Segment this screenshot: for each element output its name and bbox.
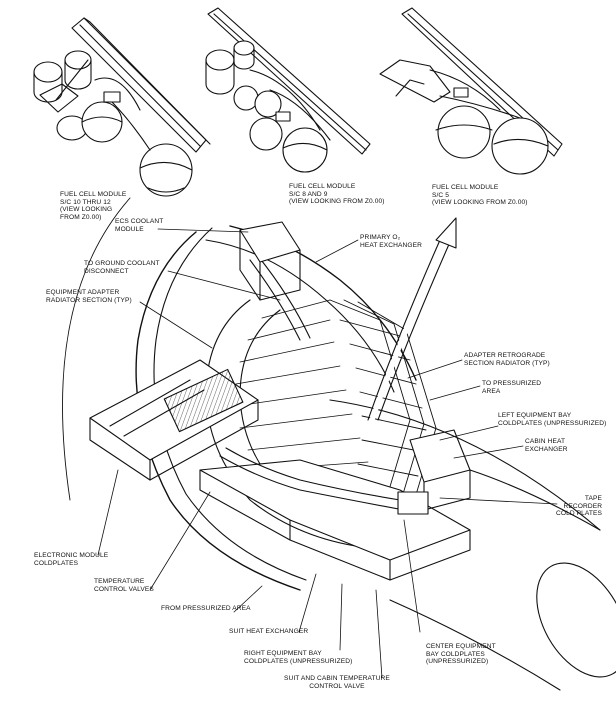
callout-line: SECTION RADIATOR (TYP) [464, 359, 550, 367]
callout-line: FROM Z0.00) [60, 213, 102, 221]
callout-right-equipment-bay-coldplates: RIGHT EQUIPMENT BAY COLDPLATES (UNPRESSU… [244, 650, 352, 665]
callout-cabin-heat-exchanger: CABIN HEAT EXCHANGER [525, 438, 568, 453]
callout-line: FUEL CELL MODULE [289, 183, 356, 190]
flow-arrow-to-fuel-cell [369, 237, 447, 423]
callout-line: MODULE [115, 225, 144, 233]
callout-center-equipment-bay-coldplates: CENTER EQUIPMENT BAY COLDPLATES (UNPRESS… [426, 643, 496, 666]
callout-line: (VIEW LOOKING FROM Z0.00) [289, 198, 385, 206]
callout-temperature-control-valves: TEMPERATURE CONTROL VALVES [94, 578, 154, 593]
callout-line: RIGHT EQUIPMENT BAY [244, 650, 322, 657]
callout-suit-cabin-temperature-valve: SUIT AND CABIN TEMPERATURE CONTROL VALVE [284, 675, 390, 690]
fuel-cell-module-sc5-illustration [379, 7, 563, 175]
callout-suit-heat-exchanger: SUIT HEAT EXCHANGER [229, 628, 308, 636]
callout-fuel-cell-sc5: FUEL CELL MODULE S/C 5 (VIEW LOOKING FRO… [432, 184, 528, 207]
callout-line: COLD PLATES [556, 510, 603, 518]
callout-adapter-retrograde-radiator: ADAPTER RETROGRADE SECTION RADIATOR (TYP… [464, 352, 550, 367]
callout-line: RADIATOR SECTION (TYP) [46, 296, 132, 304]
callout-electronic-module-coldplates: ELECTRONIC MODULE COLDPLATES [34, 552, 108, 567]
callout-ground-coolant-disconnect: TO GROUND COOLANT DISCONNECT [84, 260, 160, 275]
callout-ecs-coolant-module: ECS COOLANT MODULE [115, 218, 163, 233]
callout-line: (UNPRESSURIZED) [426, 658, 489, 666]
callout-line: LEFT EQUIPMENT BAY [498, 412, 572, 419]
callout-line: AREA [482, 387, 501, 395]
callout-line: S/C 5 [432, 191, 449, 199]
callout-tape-recorder-cold-plates: TAPE RECORDER COLD PLATES [556, 495, 602, 518]
callout-from-pressurized-area: FROM PRESSURIZED AREA [161, 605, 251, 613]
callout-equipment-adapter-radiator: EQUIPMENT ADAPTER RADIATOR SECTION (TYP) [46, 289, 132, 304]
callout-left-equipment-bay-coldplates: LEFT EQUIPMENT BAY COLDPLATES (UNPRESSUR… [498, 412, 606, 427]
callout-line: RECORDER [563, 502, 603, 510]
callout-line: TAPE [584, 495, 603, 502]
callout-line: ELECTRONIC MODULE [34, 552, 109, 559]
callout-primary-o2-heat-exchanger: PRIMARY O₂ HEAT EXCHANGER [360, 234, 422, 249]
callout-fuel-cell-sc10-12: FUEL CELL MODULE S/C 10 THRU 12 (VIEW LO… [60, 191, 126, 221]
callout-line: EXCHANGER [525, 445, 568, 453]
callout-line: (VIEW LOOKING [60, 206, 113, 214]
callout-fuel-cell-sc8-9: FUEL CELL MODULE S/C 8 AND 9 (VIEW LOOKI… [289, 183, 385, 206]
callout-line: TO PRESSURIZED [482, 380, 542, 387]
callout-line: COLDPLATES (UNPRESSURIZED) [498, 419, 607, 427]
callout-line: ADAPTER RETROGRADE [464, 352, 546, 359]
callout-line: CONTROL VALVES [94, 585, 154, 593]
callout-to-pressurized-area: TO PRESSURIZED AREA [482, 380, 541, 395]
callout-line: SUIT AND CABIN TEMPERATURE [284, 675, 390, 682]
callout-line: TO GROUND COOLANT [84, 260, 160, 267]
callout-line: (VIEW LOOKING FROM Z0.00) [432, 199, 528, 207]
callout-line: CONTROL VALVE [309, 682, 365, 690]
callout-line: COLDPLATES [34, 559, 79, 567]
callout-line: DISCONNECT [84, 267, 129, 275]
callout-line: COLDPLATES (UNPRESSURIZED) [244, 657, 353, 665]
callout-line: TEMPERATURE [94, 578, 145, 585]
callout-line: CENTER EQUIPMENT [426, 643, 496, 650]
callout-line: S/C 8 AND 9 [289, 190, 328, 198]
callout-line: EQUIPMENT ADAPTER [46, 289, 120, 296]
callout-line: FUEL CELL MODULE [60, 191, 127, 198]
callout-line: HEAT EXCHANGER [360, 241, 422, 249]
callout-line: PRIMARY O₂ [360, 234, 401, 241]
callout-line: S/C 10 THRU 12 [60, 198, 111, 206]
callout-line: FUEL CELL MODULE [432, 184, 499, 191]
fuel-cell-module-sc8-9-illustration [205, 7, 371, 173]
callout-line: ECS COOLANT [115, 218, 164, 225]
adapter-outline-arc [62, 197, 131, 501]
callout-line: CABIN HEAT [525, 438, 566, 445]
callout-line: FROM PRESSURIZED AREA [161, 605, 251, 612]
fuel-cell-module-sc10-12-illustration [33, 17, 211, 197]
callout-line: SUIT HEAT EXCHANGER [229, 628, 309, 635]
equipment-adapter-cutaway [89, 221, 616, 691]
leader-lines [97, 228, 558, 679]
callout-line: BAY COLDPLATES [426, 650, 485, 658]
